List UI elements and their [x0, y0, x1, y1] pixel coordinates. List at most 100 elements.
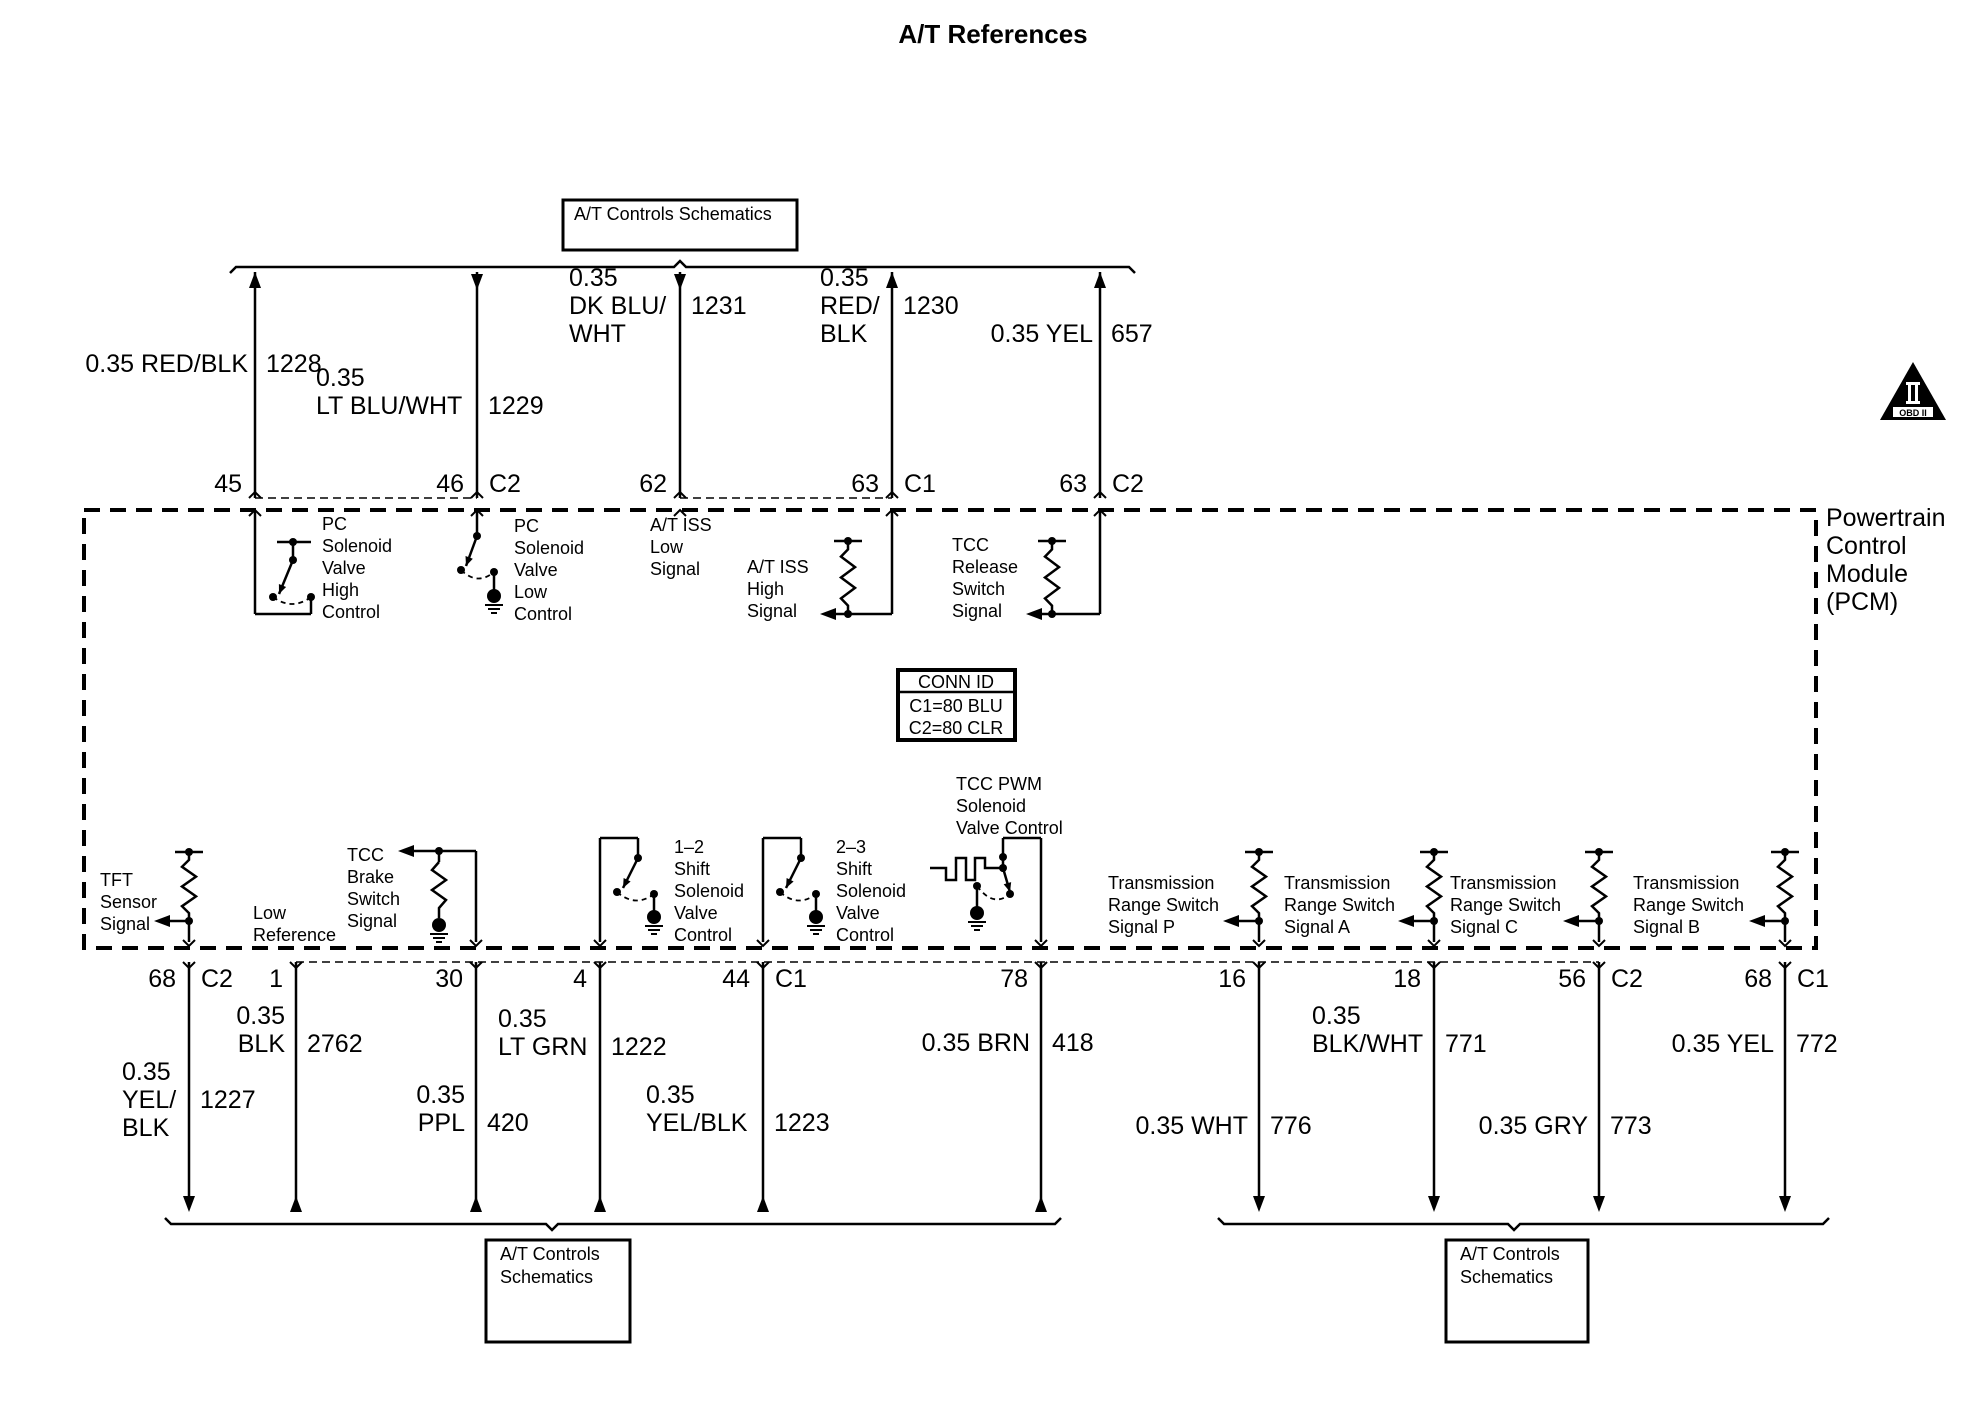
arrow-up-icon	[757, 1196, 769, 1212]
circuit-number: 1227	[200, 1086, 256, 1114]
component-label: Control	[836, 925, 894, 945]
component-label: TFT	[100, 870, 133, 890]
component-label: Signal P	[1108, 917, 1175, 937]
component-label: Solenoid	[514, 538, 584, 558]
connector-terminal-icon	[248, 508, 262, 517]
connector-terminal-icon	[756, 939, 770, 948]
component-label: Transmission	[1108, 873, 1214, 893]
connector-terminal-icon	[756, 961, 770, 970]
svg-text:C2=80 CLR: C2=80 CLR	[909, 718, 1004, 738]
component-label: Range Switch	[1284, 895, 1395, 915]
svg-text:A/T Controls: A/T Controls	[500, 1244, 600, 1264]
svg-text:Schematics: Schematics	[500, 1267, 593, 1287]
arrow-down-icon	[1593, 1196, 1605, 1212]
component-label: Switch	[347, 889, 400, 909]
connector-id: C2	[1112, 470, 1144, 498]
ground-icon	[430, 918, 448, 943]
component-label: 2–3	[836, 837, 866, 857]
bottom-right-reference-box[interactable]: A/T Controls Schematics	[1444, 1238, 1590, 1344]
arrow-left-icon	[398, 845, 414, 857]
connector-terminal-icon	[182, 961, 196, 970]
wire-color-label: YEL/BLK	[646, 1109, 748, 1137]
connector-terminal-icon	[1093, 490, 1107, 499]
component-label: Control	[514, 604, 572, 624]
switch-arrow-icon	[1003, 882, 1012, 892]
circuit-number: 773	[1610, 1112, 1652, 1140]
component-label: PC	[514, 516, 539, 536]
switch-arrow-icon	[278, 584, 287, 594]
arrow-left-icon	[1223, 915, 1239, 927]
connector-terminal-icon	[1034, 961, 1048, 970]
obd-ii-icon: OBD II	[1880, 362, 1946, 420]
switch-link	[272, 596, 312, 605]
component-label: Valve	[836, 903, 880, 923]
component-label: Transmission	[1284, 873, 1390, 893]
wire-color-label: BLK/WHT	[1312, 1030, 1423, 1058]
connector-terminal-icon	[469, 961, 483, 970]
switch-arrow-icon	[623, 878, 631, 888]
arrow-left-icon	[154, 915, 170, 927]
component-label: A/T ISS	[747, 557, 809, 577]
pin-number: 62	[639, 470, 667, 498]
wire-color-label: 0.35	[820, 264, 869, 292]
ground-icon	[968, 906, 986, 931]
component-label: Range Switch	[1108, 895, 1219, 915]
component-label: Control	[322, 602, 380, 622]
wire-color-label: BLK	[238, 1030, 286, 1058]
connector-terminal-icon	[885, 508, 899, 517]
wire-color-label: DK BLU/	[569, 292, 666, 320]
arrow-down-icon	[1428, 1196, 1440, 1212]
top-reference-box[interactable]: A/T Controls Schematics	[561, 198, 799, 252]
junction-dot	[999, 853, 1007, 861]
wire-color-label: 0.35	[569, 264, 618, 292]
pin-number: 1	[269, 965, 283, 993]
connector-terminal-icon	[248, 490, 262, 499]
wire-color-label: 0.35 RED/BLK	[85, 350, 248, 378]
bottom-left-reference-box[interactable]: A/T Controls Schematics	[484, 1238, 632, 1344]
connector-terminal-icon	[885, 490, 899, 499]
component-label: Valve Control	[956, 818, 1063, 838]
component-label: Sensor	[100, 892, 157, 912]
connector-terminal-icon	[1252, 961, 1266, 970]
connector-terminal-icon	[470, 490, 484, 499]
arrow-left-icon	[1749, 915, 1765, 927]
pcm-label: Powertrain Control Module (PCM)	[1826, 504, 1946, 616]
connector-terminal-icon	[673, 508, 687, 517]
page-title: A/T References	[898, 19, 1087, 49]
circuit-number: 420	[487, 1109, 529, 1137]
component-label: Solenoid	[674, 881, 744, 901]
component-label: Solenoid	[836, 881, 906, 901]
component-label: Transmission	[1450, 873, 1556, 893]
component-label: Shift	[674, 859, 710, 879]
circuit-number: 1230	[903, 292, 959, 320]
pin-number: 16	[1218, 965, 1246, 993]
pcm-internal-components: PCSolenoidValveHighControlPCSolenoidValv…	[100, 512, 1799, 948]
svg-text:Powertrain: Powertrain	[1826, 504, 1946, 532]
arrow-down-icon	[183, 1196, 195, 1212]
pin-number: 46	[436, 470, 464, 498]
wire-color-label: WHT	[569, 320, 626, 348]
component-label: Valve	[322, 558, 366, 578]
switch-arrow-icon	[465, 556, 473, 566]
connector-terminal-icon	[1427, 939, 1441, 948]
switch-link	[779, 891, 817, 902]
conn-id-box: CONN ID C1=80 BLU C2=80 CLR	[896, 668, 1017, 742]
component-label: Low	[650, 537, 684, 557]
bottom-left-bus	[164, 1217, 1062, 1232]
wire-color-label: 0.35	[498, 1005, 547, 1033]
arrow-up-icon	[1035, 1196, 1047, 1212]
wire-color-label: 0.35 YEL	[991, 320, 1094, 348]
top-reference-label: A/T Controls Schematics	[574, 204, 772, 224]
circuit-number: 772	[1796, 1030, 1838, 1058]
wire-color-label: LT BLU/WHT	[316, 392, 462, 420]
